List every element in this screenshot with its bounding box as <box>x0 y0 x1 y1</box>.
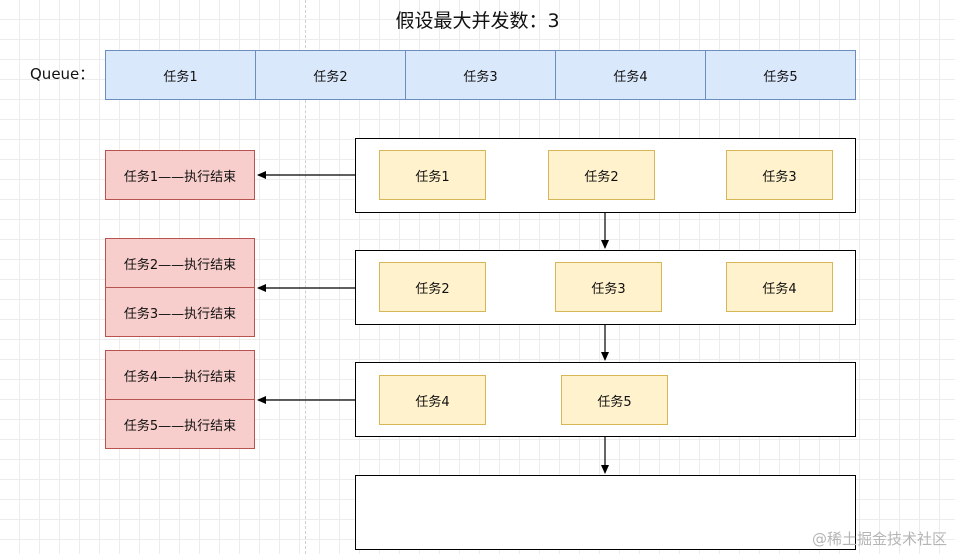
diagram-title: 假设最大并发数：3 <box>395 10 560 32</box>
running-task: 任务4 <box>726 262 833 312</box>
queue: 任务1 任务2 任务3 任务4 任务5 <box>105 50 856 100</box>
queue-label: Queue： <box>30 65 95 83</box>
divider-dashed-line <box>305 0 306 554</box>
queue-item: 任务5 <box>705 50 856 100</box>
queue-item: 任务4 <box>555 50 706 100</box>
queue-item: 任务2 <box>255 50 406 100</box>
watermark: @稀土掘金技术社区 <box>811 530 947 548</box>
running-task: 任务2 <box>548 150 655 200</box>
running-task: 任务2 <box>379 262 486 312</box>
execution-pool <box>355 475 856 550</box>
queue-item: 任务1 <box>105 50 256 100</box>
running-task: 任务1 <box>379 150 486 200</box>
running-task: 任务3 <box>726 150 833 200</box>
running-task: 任务5 <box>561 375 668 425</box>
finished-task: 任务5——执行结束 <box>105 399 255 449</box>
running-task: 任务4 <box>379 375 486 425</box>
finished-task: 任务1——执行结束 <box>105 150 255 200</box>
running-task: 任务3 <box>555 262 662 312</box>
finished-task: 任务3——执行结束 <box>105 287 255 337</box>
finished-task: 任务4——执行结束 <box>105 350 255 400</box>
queue-item: 任务3 <box>405 50 556 100</box>
